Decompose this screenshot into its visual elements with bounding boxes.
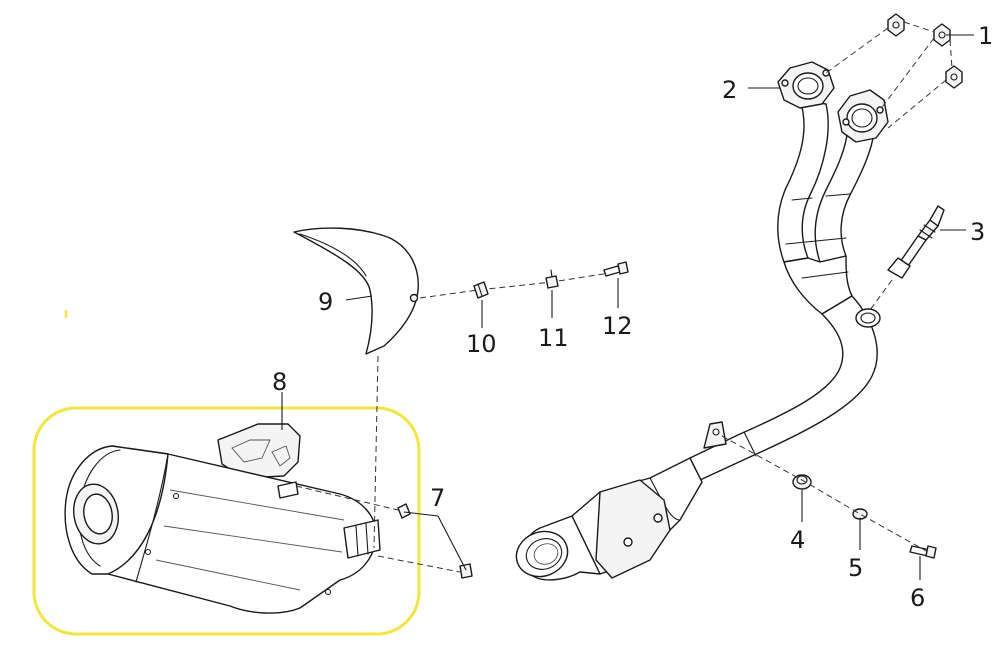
mid-pipe[interactable] <box>689 295 881 481</box>
flange-nuts[interactable] <box>887 13 963 89</box>
spring-clips[interactable] <box>397 503 473 579</box>
bolt-12[interactable] <box>603 261 629 277</box>
callout-2: 2 <box>722 76 737 104</box>
leader-lines <box>281 34 974 580</box>
callout-8: 8 <box>272 368 287 396</box>
callout-10: 10 <box>466 330 497 358</box>
bolt-6[interactable] <box>909 545 937 559</box>
callout-9: 9 <box>318 288 333 316</box>
callout-12: 12 <box>602 312 633 340</box>
muffler-highlight-box <box>32 406 421 636</box>
oxygen-sensor[interactable] <box>887 205 945 279</box>
callout-1: 1 <box>978 22 993 50</box>
rubber-grommet-4[interactable] <box>792 474 812 490</box>
callout-5: 5 <box>848 554 863 582</box>
muffler[interactable] <box>64 423 381 614</box>
collar-10[interactable] <box>473 281 489 299</box>
grommet-11[interactable] <box>545 269 559 289</box>
callout-11: 11 <box>538 324 569 352</box>
callout-7: 7 <box>430 484 445 512</box>
heat-shield[interactable] <box>293 227 419 355</box>
callout-4: 4 <box>790 526 805 554</box>
header-pipe-assembly[interactable] <box>777 61 889 315</box>
callout-3: 3 <box>970 218 985 246</box>
callout-6: 6 <box>910 584 925 612</box>
catalyst-heat-shield <box>595 479 671 579</box>
catalyst-section[interactable] <box>510 457 703 584</box>
